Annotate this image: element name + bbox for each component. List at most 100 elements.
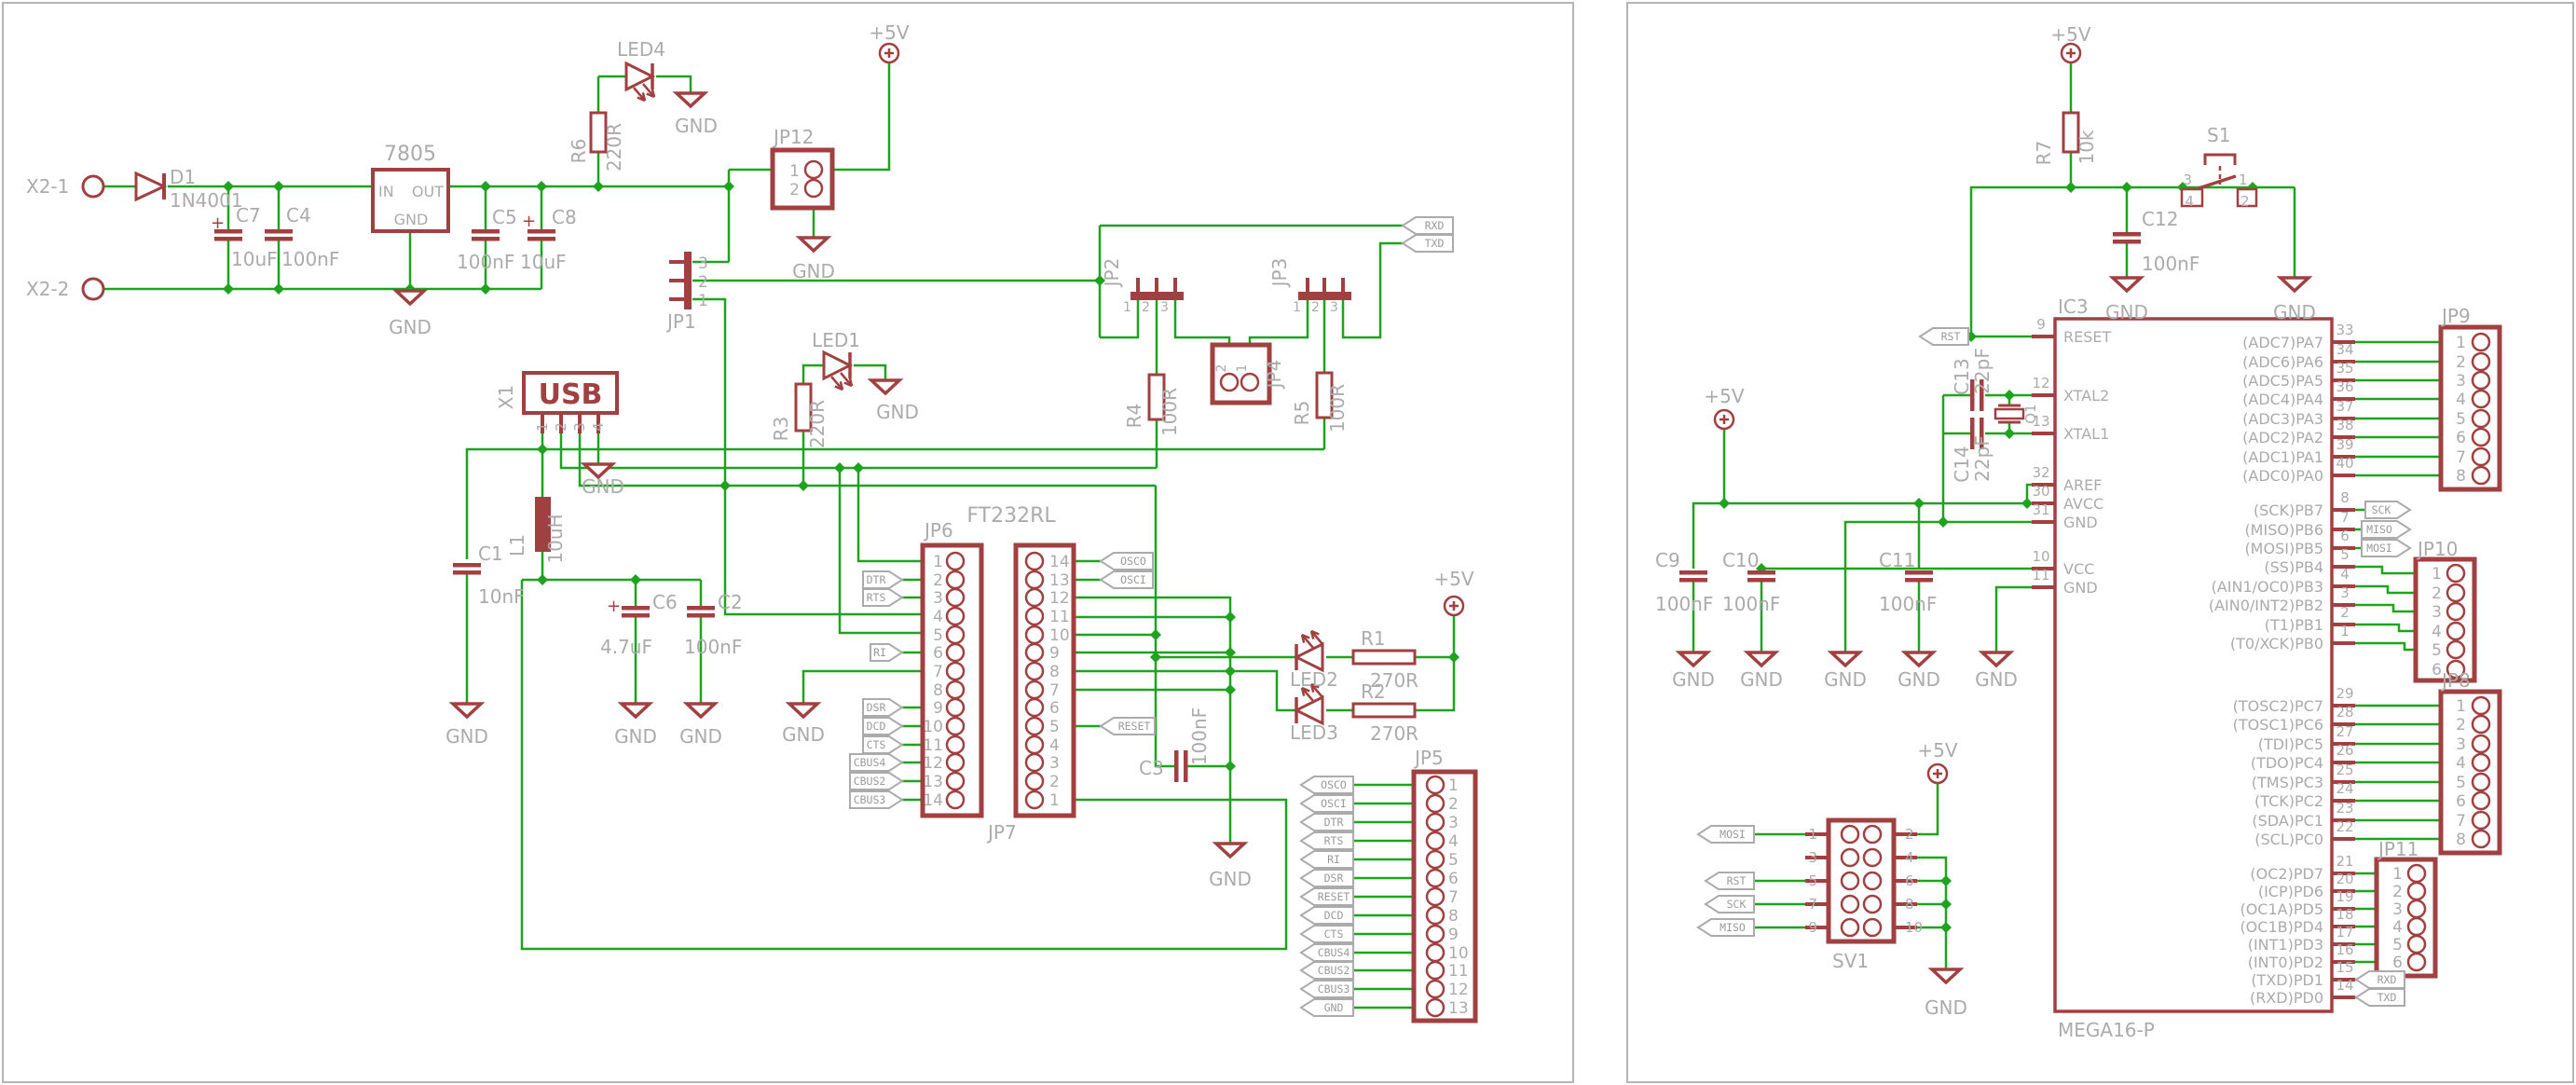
schematic-label: 2 bbox=[2340, 604, 2350, 621]
schematic-label: 1 bbox=[1235, 364, 1250, 373]
schematic-label: 3 bbox=[571, 422, 588, 432]
schematic-label: 3 bbox=[1330, 300, 1338, 315]
jp11-box bbox=[2374, 857, 2438, 979]
junction-dot bbox=[1448, 652, 1459, 663]
header-pin-circle bbox=[2406, 899, 2427, 919]
schematic-label: R5 bbox=[1291, 401, 1313, 426]
sv1-box bbox=[1826, 817, 1897, 944]
wire bbox=[802, 364, 824, 384]
capacitor-symbol bbox=[528, 229, 555, 234]
gnd-symbol bbox=[1827, 651, 1864, 668]
header-pin-circle bbox=[2406, 952, 2427, 972]
net-flag bbox=[1099, 570, 1154, 589]
schematic-label: VCC bbox=[2063, 560, 2094, 578]
schematic-label: 6 bbox=[2340, 528, 2350, 544]
header-pin-circle bbox=[1425, 849, 1446, 870]
schematic-label: 2 bbox=[2432, 584, 2442, 603]
net-flag-label: CBUS4 bbox=[1318, 946, 1350, 959]
switch-lever bbox=[2198, 174, 2237, 190]
schematic-label: 21 bbox=[2336, 853, 2353, 870]
net-flag-label: CTS bbox=[1324, 927, 1344, 941]
schematic-label: 4 bbox=[1049, 736, 1060, 755]
schematic-label: 9 bbox=[2036, 316, 2046, 333]
capacitor-symbol bbox=[1980, 379, 1984, 411]
schematic-label: 8 bbox=[933, 681, 943, 700]
schematic-label: X2-1 bbox=[26, 175, 69, 198]
schematic-label: 1 bbox=[2456, 334, 2466, 352]
net-flag-label: RI bbox=[873, 646, 886, 659]
schematic-label: GND bbox=[394, 211, 429, 228]
junction-dot bbox=[2065, 182, 2076, 193]
net-flag-label: OSCI bbox=[1120, 573, 1146, 586]
header-pin-circle bbox=[2471, 370, 2491, 391]
resistor-symbol bbox=[1147, 373, 1166, 421]
schematic-label: 33 bbox=[2336, 322, 2353, 338]
header-pin-circle bbox=[2471, 446, 2491, 467]
schematic-label: 30 bbox=[2032, 483, 2049, 500]
schematic-label: (SS)PB4 bbox=[2264, 558, 2323, 576]
header-pin-circle bbox=[2446, 639, 2466, 660]
net-flag bbox=[1099, 717, 1156, 735]
schematic-label: 10 bbox=[1049, 626, 1070, 645]
capacitor-symbol bbox=[214, 229, 242, 234]
schematic-label: 7 bbox=[933, 663, 943, 681]
schematic-label: 4.7uF bbox=[600, 636, 652, 658]
header-pin-circle bbox=[1024, 570, 1045, 590]
resistor-symbol bbox=[589, 111, 608, 154]
wire bbox=[465, 447, 542, 559]
net-flag-label: SCK bbox=[2372, 503, 2391, 516]
led-symbol bbox=[1293, 682, 1324, 726]
vcc-symbol bbox=[1443, 595, 1465, 617]
capacitor-symbol bbox=[1174, 750, 1179, 782]
schematic-label: +5V bbox=[1917, 739, 1957, 762]
schematic-label: 220R bbox=[806, 400, 829, 448]
net-flag bbox=[2364, 501, 2412, 519]
inductor-symbol bbox=[535, 497, 551, 552]
schematic-label: 13 bbox=[923, 773, 943, 791]
header-pin-circle bbox=[945, 606, 966, 626]
schematic-label: 5 bbox=[2456, 774, 2466, 792]
schematic-label: AREF bbox=[2063, 476, 2102, 494]
capacitor-symbol bbox=[622, 613, 650, 618]
schematic-label: 1 bbox=[2239, 172, 2248, 188]
schematic-label: 4 bbox=[2185, 193, 2194, 210]
junction-dot bbox=[1940, 899, 1952, 910]
schematic-label: 7 bbox=[2456, 448, 2466, 467]
schematic-label: (T1)PB1 bbox=[2265, 616, 2323, 634]
wire bbox=[559, 433, 1157, 470]
schematic-label: 11 bbox=[1448, 962, 1469, 981]
header-pin-circle bbox=[945, 752, 966, 773]
net-flag bbox=[1099, 552, 1154, 570]
gnd-symbol bbox=[1743, 651, 1780, 668]
junction-dot bbox=[273, 283, 284, 295]
net-flag-label: MISO bbox=[1720, 921, 1746, 934]
net-flag bbox=[1299, 943, 1354, 962]
schematic-label: 10 bbox=[1905, 919, 1923, 936]
header-pin-circle bbox=[1024, 771, 1045, 791]
jp9-box bbox=[2438, 324, 2502, 492]
schematic-label: 3 bbox=[698, 254, 708, 273]
net-flag-label: CBUS2 bbox=[854, 775, 886, 788]
gnd-symbol bbox=[795, 236, 832, 254]
schematic-label: 1 bbox=[1808, 826, 1817, 843]
header-pin-circle bbox=[2446, 583, 2466, 603]
net-flag-label: CTS bbox=[867, 738, 886, 751]
schematic-label: 270R bbox=[1370, 722, 1418, 745]
schematic-label: 270R bbox=[1370, 669, 1418, 692]
header-pin-circle bbox=[2446, 621, 2466, 641]
schematic-label: R3 bbox=[770, 417, 792, 442]
schematic-label: 2 bbox=[1049, 773, 1060, 791]
schematic-label: 7 bbox=[1808, 896, 1817, 913]
schematic-label: GND bbox=[2063, 579, 2098, 597]
net-flag bbox=[1918, 327, 1969, 346]
schematic-label: (ADC5)PA5 bbox=[2242, 372, 2323, 390]
schematic-label: 5 bbox=[1049, 718, 1060, 736]
header-pin-circle bbox=[2471, 427, 2491, 447]
schematic-label: JP2 bbox=[1101, 258, 1123, 289]
schematic-label: 2 bbox=[1905, 826, 1914, 843]
schematic-label: 7 bbox=[2340, 509, 2350, 526]
schematic-label: 6 bbox=[1905, 872, 1914, 889]
header-pin-circle bbox=[1024, 697, 1045, 718]
